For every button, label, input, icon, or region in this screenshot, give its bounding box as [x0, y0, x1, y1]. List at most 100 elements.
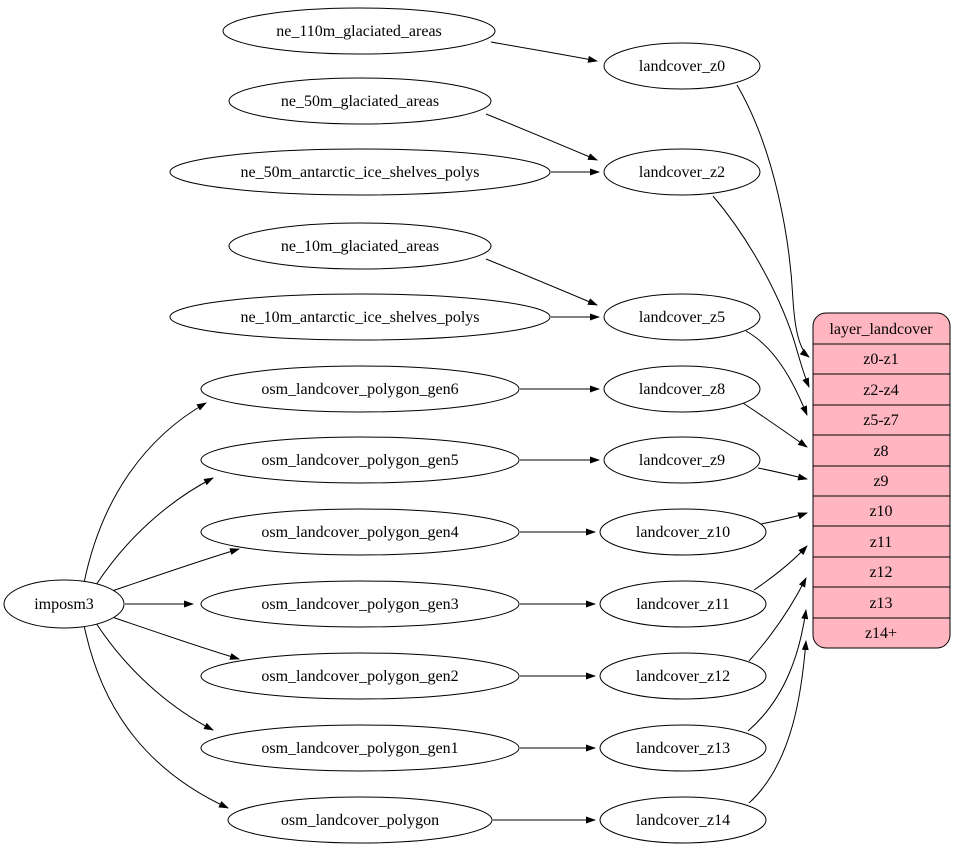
node-label: landcover_z12	[636, 668, 730, 685]
node-label: imposm3	[34, 596, 94, 613]
node-ellipse	[599, 580, 767, 628]
edge-landcover-z11-row-z11	[753, 545, 808, 591]
edge-landcover-z0-row-z0-z1	[736, 84, 810, 358]
node-ellipse	[603, 365, 761, 413]
node-label: osm_landcover_polygon	[281, 812, 439, 829]
node-landcover-z5: landcover_z5	[603, 293, 761, 341]
node-ellipse	[599, 796, 767, 844]
node-label: landcover_z2	[639, 164, 725, 181]
node-ellipse	[603, 42, 761, 90]
node-ellipse	[169, 148, 551, 196]
node-ne-110m-glaciated-areas: ne_110m_glaciated_areas	[222, 7, 496, 55]
edge-ne-110m-glaciated-areas-landcover-z0	[490, 41, 598, 63]
node-label: landcover_z13	[636, 740, 730, 757]
node-landcover-z10: landcover_z10	[599, 508, 767, 556]
edges-sources-to-intermediates	[485, 41, 600, 824]
node-label: landcover_z11	[636, 596, 730, 613]
node-ellipse	[228, 77, 492, 125]
edge-imposm3-osm-landcover-polygon-gen4	[111, 548, 240, 592]
record-title: layer_landcover	[829, 321, 933, 338]
node-landcover-z9: landcover_z9	[603, 436, 761, 484]
node-label: ne_50m_antarctic_ice_shelves_polys	[240, 164, 479, 181]
node-label: osm_landcover_polygon_gen4	[261, 524, 458, 541]
node-osm-landcover-polygon-gen2: osm_landcover_polygon_gen2	[200, 652, 520, 700]
node-ellipse	[200, 724, 520, 772]
node-landcover-z12: landcover_z12	[599, 652, 767, 700]
node-ellipse	[169, 293, 551, 341]
node-ne-10m-antarctic-ice-shelves-polys: ne_10m_antarctic_ice_shelves_polys	[169, 293, 551, 341]
node-landcover-z2: landcover_z2	[603, 148, 761, 196]
edge-ne-10m-glaciated-areas-landcover-z5	[485, 258, 598, 306]
node-ellipse	[222, 7, 496, 55]
record-body	[812, 312, 951, 649]
node-osm-landcover-polygon-gen4: osm_landcover_polygon_gen4	[200, 508, 520, 556]
node-osm-landcover-polygon-gen3: osm_landcover_polygon_gen3	[200, 580, 520, 628]
record-row-z0-z1: z0-z1	[863, 351, 899, 368]
edge-landcover-z10-row-z10	[760, 512, 808, 525]
record-row-z14plus: z14+	[865, 625, 897, 642]
node-label: landcover_z8	[639, 381, 725, 398]
node-ellipse	[599, 652, 767, 700]
edge-imposm3-osm-landcover-polygon-gen1	[95, 622, 214, 731]
edges-intermediates-to-record	[712, 84, 810, 804]
node-label: osm_landcover_polygon_gen2	[261, 668, 458, 685]
node-ellipse	[200, 580, 520, 628]
edge-landcover-z9-row-z9	[757, 467, 808, 481]
node-ellipse	[599, 508, 767, 556]
node-ne-50m-antarctic-ice-shelves-polys: ne_50m_antarctic_ice_shelves_polys	[169, 148, 551, 196]
node-osm-landcover-polygon-gen6: osm_landcover_polygon_gen6	[200, 365, 520, 413]
record-row-z12: z12	[869, 564, 892, 581]
record-row-z11: z11	[870, 534, 893, 551]
node-ellipse	[3, 579, 125, 629]
node-landcover-z8: landcover_z8	[603, 365, 761, 413]
record-row-z10: z10	[869, 503, 892, 520]
node-label: landcover_z0	[639, 58, 725, 75]
edge-ne-50m-glaciated-areas-landcover-z2	[485, 113, 598, 161]
node-label: ne_110m_glaciated_areas	[276, 23, 442, 40]
node-label: landcover_z14	[636, 812, 730, 829]
edge-landcover-z14-row-z14plus	[748, 640, 809, 804]
node-osm-landcover-polygon: osm_landcover_polygon	[227, 796, 493, 844]
node-ellipse	[603, 148, 761, 196]
node-ne-10m-glaciated-areas: ne_10m_glaciated_areas	[228, 222, 492, 270]
node-ellipse	[227, 796, 493, 844]
record-row-z5-z7: z5-z7	[863, 412, 899, 429]
node-landcover-z11: landcover_z11	[599, 580, 767, 628]
node-imposm3: imposm3	[3, 579, 125, 629]
node-landcover-z14: landcover_z14	[599, 796, 767, 844]
edge-landcover-z12-row-z12	[748, 577, 807, 662]
edge-imposm3-osm-landcover-polygon-gen5	[95, 477, 214, 586]
record-row-z13: z13	[869, 595, 892, 612]
edge-landcover-z2-row-z2-z4	[712, 195, 810, 388]
node-ellipse	[228, 222, 492, 270]
node-ellipse	[603, 293, 761, 341]
record-row-z8: z8	[873, 443, 888, 460]
node-label: osm_landcover_polygon_gen6	[261, 381, 458, 398]
record-row-z9: z9	[873, 473, 888, 490]
node-osm-landcover-polygon-gen1: osm_landcover_polygon_gen1	[200, 724, 520, 772]
node-label: osm_landcover_polygon_gen1	[261, 740, 458, 757]
node-landcover-z0: landcover_z0	[603, 42, 761, 90]
node-ellipse	[200, 436, 520, 484]
node-label: landcover_z5	[639, 309, 725, 326]
edges-imposm3-fanout	[83, 402, 240, 809]
node-label: ne_10m_glaciated_areas	[281, 238, 439, 255]
edge-landcover-z5-row-z5-z7	[745, 330, 808, 416]
node-ellipse	[200, 652, 520, 700]
node-label: ne_10m_antarctic_ice_shelves_polys	[240, 309, 479, 326]
node-ellipse	[599, 724, 767, 772]
node-label: osm_landcover_polygon_gen5	[261, 452, 458, 469]
node-layer-landcover: layer_landcover z0-z1 z2-z4 z5-z7 z8 z9 …	[812, 312, 951, 649]
node-label: landcover_z9	[639, 452, 725, 469]
node-label: landcover_z10	[636, 524, 730, 541]
node-ellipse	[200, 365, 520, 413]
node-label: osm_landcover_polygon_gen3	[261, 596, 458, 613]
node-ellipse	[200, 508, 520, 556]
node-landcover-z13: landcover_z13	[599, 724, 767, 772]
edge-imposm3-osm-landcover-polygon-gen6	[83, 402, 207, 584]
edge-landcover-z8-row-z8	[742, 402, 808, 448]
edge-imposm3-osm-landcover-polygon-gen2	[111, 616, 240, 660]
node-ne-50m-glaciated-areas: ne_50m_glaciated_areas	[228, 77, 492, 125]
